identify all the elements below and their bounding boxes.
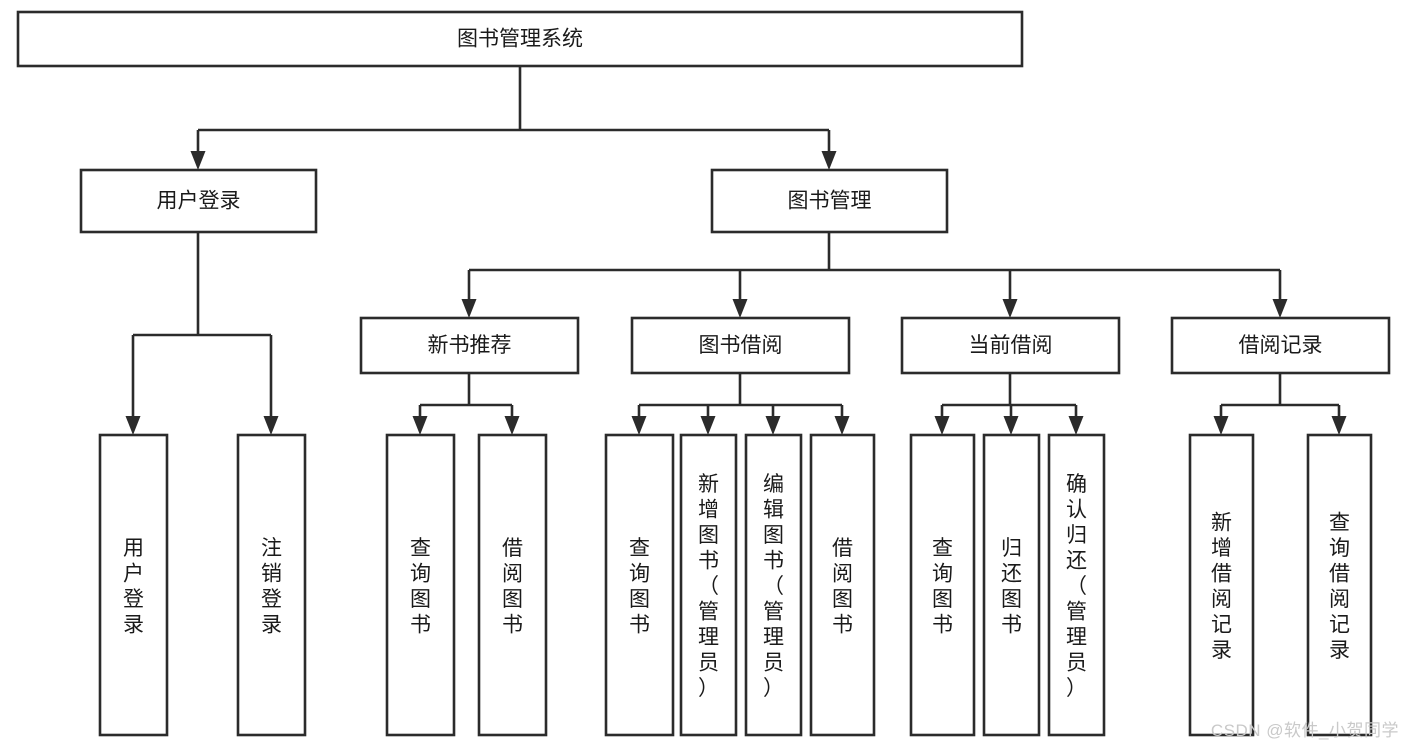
arrow-head-icon (934, 416, 950, 435)
node-borrow-records[interactable]: 借阅记录 (1170, 316, 1391, 375)
node-leaf-query-book-3-box[interactable] (909, 433, 976, 737)
arrow-head-icon (1272, 299, 1288, 318)
csdn-watermark: CSDN @软件_小贺同学 (1210, 721, 1399, 740)
node-leaf-borrow-book-1-label: 借阅图书 (502, 537, 523, 637)
node-user-login-box[interactable] (79, 168, 318, 234)
arrow-head-icon (1003, 416, 1019, 435)
arrow-head-icon (1002, 299, 1018, 318)
node-root-label: 图书管理系统 (457, 28, 583, 51)
arrow-head-icon (504, 416, 520, 435)
arrow-head-icon (821, 151, 837, 170)
node-leaf-logout-box[interactable] (236, 433, 307, 737)
node-leaf-logout[interactable]: 注销登录 (236, 433, 307, 737)
node-leaf-add-record-label: 新增借阅记录 (1211, 511, 1232, 662)
node-leaf-add-book-box[interactable] (679, 433, 738, 737)
nodes-layer: 图书管理系统用户登录图书管理新书推荐图书借阅当前借阅借阅记录用户登录注销登录查询… (16, 10, 1391, 737)
node-current-borrow[interactable]: 当前借阅 (900, 316, 1121, 375)
node-leaf-return-book-box[interactable] (982, 433, 1041, 737)
arrow-head-icon (1213, 416, 1229, 435)
node-new-book-recommend-box[interactable] (359, 316, 580, 375)
arrow-head-icon (461, 299, 477, 318)
node-borrow-records-label: 借阅记录 (1239, 334, 1323, 357)
node-leaf-query-record-box[interactable] (1306, 433, 1373, 737)
node-leaf-query-book-2[interactable]: 查询图书 (604, 433, 675, 737)
node-leaf-query-book-3-label: 查询图书 (932, 537, 953, 637)
arrow-head-icon (732, 299, 748, 318)
node-book-borrow-label: 图书借阅 (699, 334, 783, 357)
node-book-borrow[interactable]: 图书借阅 (630, 316, 851, 375)
arrow-head-icon (834, 416, 850, 435)
node-leaf-add-book-label: 新增图书（管理员） (698, 473, 719, 700)
node-current-borrow-label: 当前借阅 (969, 334, 1053, 357)
node-leaf-user-login-box[interactable] (98, 433, 169, 737)
node-leaf-confirm-return-label: 确认归还（管理员） (1066, 473, 1087, 700)
node-leaf-add-record[interactable]: 新增借阅记录 (1188, 433, 1255, 737)
arrow-head-icon (190, 151, 206, 170)
node-root[interactable]: 图书管理系统 (16, 10, 1024, 68)
arrow-head-icon (125, 416, 141, 435)
arrow-head-icon (412, 416, 428, 435)
node-leaf-query-book-2-label: 查询图书 (629, 537, 650, 637)
node-leaf-query-record-label: 查询借阅记录 (1329, 511, 1350, 662)
node-leaf-return-book-label: 归还图书 (1001, 537, 1022, 637)
node-leaf-user-login-label: 用户登录 (123, 537, 144, 637)
node-book-management-box[interactable] (710, 168, 949, 234)
node-new-book-recommend-label: 新书推荐 (428, 334, 512, 357)
node-leaf-query-book-1-label: 查询图书 (410, 537, 431, 637)
node-leaf-query-book-1-box[interactable] (385, 433, 456, 737)
node-leaf-edit-book-box[interactable] (744, 433, 803, 737)
arrow-head-icon (765, 416, 781, 435)
node-leaf-borrow-book-2-box[interactable] (809, 433, 876, 737)
node-leaf-add-book[interactable]: 新增图书（管理员） (679, 433, 738, 737)
node-leaf-query-record[interactable]: 查询借阅记录 (1306, 433, 1373, 737)
node-user-login[interactable]: 用户登录 (79, 168, 318, 234)
arrow-head-icon (631, 416, 647, 435)
arrow-head-icon (700, 416, 716, 435)
node-leaf-borrow-book-1-box[interactable] (477, 433, 548, 737)
node-book-management-label: 图书管理 (788, 190, 872, 213)
node-current-borrow-box[interactable] (900, 316, 1121, 375)
node-leaf-borrow-book-2-label: 借阅图书 (832, 537, 853, 637)
node-leaf-return-book[interactable]: 归还图书 (982, 433, 1041, 737)
node-leaf-add-record-box[interactable] (1188, 433, 1255, 737)
node-leaf-logout-label: 注销登录 (261, 537, 282, 637)
node-leaf-user-login[interactable]: 用户登录 (98, 433, 169, 737)
arrow-head-icon (263, 416, 279, 435)
node-root-box[interactable] (16, 10, 1024, 68)
node-leaf-query-book-1[interactable]: 查询图书 (385, 433, 456, 737)
node-leaf-confirm-return-box[interactable] (1047, 433, 1106, 737)
node-leaf-query-book-3[interactable]: 查询图书 (909, 433, 976, 737)
arrow-head-icon (1331, 416, 1347, 435)
node-new-book-recommend[interactable]: 新书推荐 (359, 316, 580, 375)
node-leaf-borrow-book-2[interactable]: 借阅图书 (809, 433, 876, 737)
node-book-management[interactable]: 图书管理 (710, 168, 949, 234)
node-leaf-confirm-return[interactable]: 确认归还（管理员） (1047, 433, 1106, 737)
node-leaf-edit-book[interactable]: 编辑图书（管理员） (744, 433, 803, 737)
node-leaf-edit-book-label: 编辑图书（管理员） (763, 473, 784, 700)
connectors-layer (125, 66, 1347, 435)
node-leaf-borrow-book-1[interactable]: 借阅图书 (477, 433, 548, 737)
node-borrow-records-box[interactable] (1170, 316, 1391, 375)
node-user-login-label: 用户登录 (157, 190, 241, 213)
arrow-head-icon (1068, 416, 1084, 435)
node-book-borrow-box[interactable] (630, 316, 851, 375)
node-leaf-query-book-2-box[interactable] (604, 433, 675, 737)
